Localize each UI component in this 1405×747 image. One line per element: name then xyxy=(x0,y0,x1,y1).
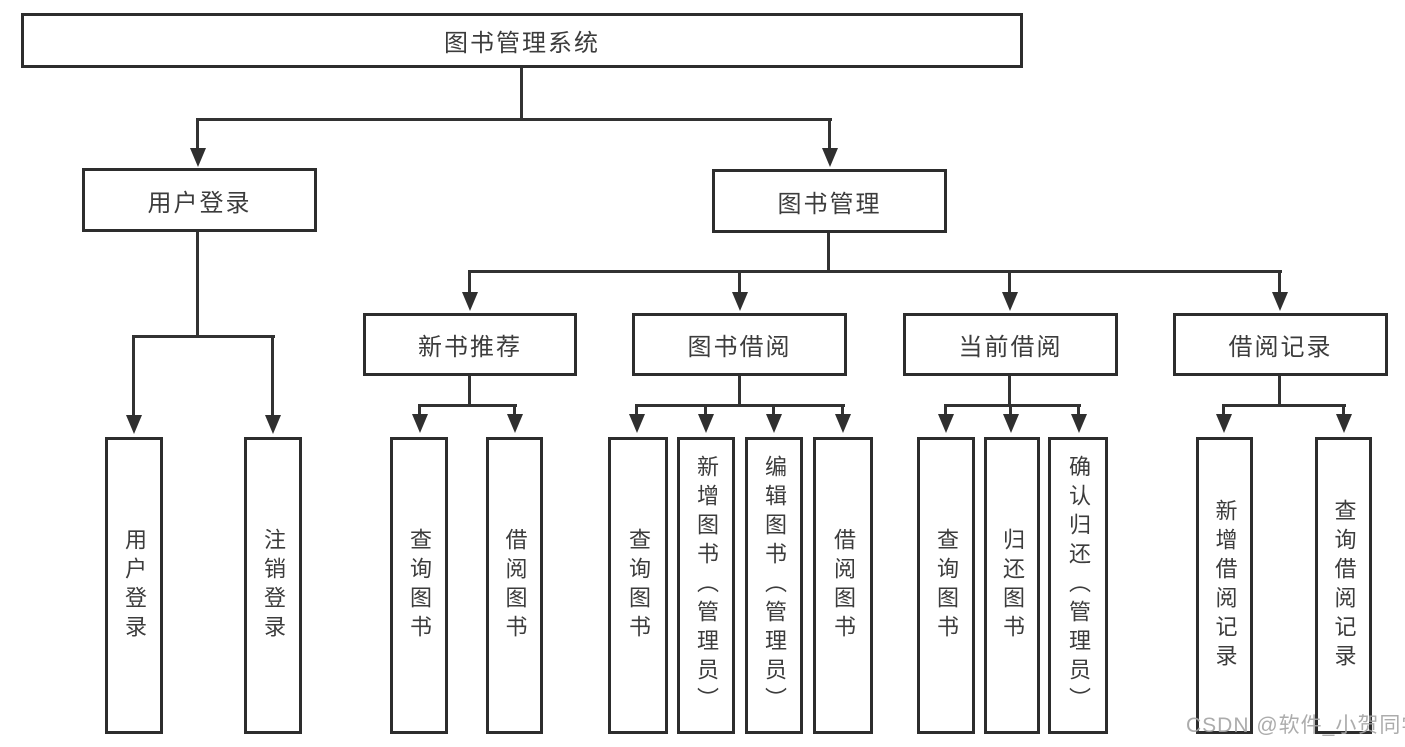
node-label: 当前借阅 xyxy=(958,334,1063,361)
connector-line xyxy=(738,270,741,294)
connector-line xyxy=(635,404,638,416)
connector-bar xyxy=(468,270,1282,273)
arrow-down-icon xyxy=(507,414,523,433)
connector-line xyxy=(196,118,199,150)
node-user-login: 用户登录 xyxy=(82,168,317,232)
connector-line xyxy=(468,270,471,294)
node-label: 借阅记录 xyxy=(1228,334,1333,361)
arrow-down-icon xyxy=(190,148,206,167)
leaf-return-book: 归还图书 xyxy=(984,437,1040,734)
leaf-label: 注销登录 xyxy=(261,527,286,644)
leaf-borrow-books: 借阅图书 xyxy=(813,437,873,734)
node-library-management-system: 图书管理系统 xyxy=(21,13,1023,68)
connector-line xyxy=(513,404,516,416)
leaf-label: 用户登录 xyxy=(122,527,147,644)
leaf-label: 编辑图书（管理员） xyxy=(762,455,787,716)
connector-line xyxy=(1222,404,1225,416)
connector-bar xyxy=(196,118,832,121)
arrow-down-icon xyxy=(462,292,478,311)
connector-line xyxy=(841,404,844,416)
connector-line xyxy=(1278,374,1281,407)
leaf-add-book-admin: 新增图书（管理员） xyxy=(677,437,735,734)
arrow-down-icon xyxy=(265,415,281,434)
arrow-down-icon xyxy=(732,292,748,311)
arrow-down-icon xyxy=(629,414,645,433)
leaf-borrow-books-recommend: 借阅图书 xyxy=(486,437,543,734)
leaf-label: 确认归还（管理员） xyxy=(1066,455,1091,716)
connector-line xyxy=(828,118,831,150)
leaf-user-login: 用户登录 xyxy=(105,437,163,734)
leaf-add-borrow-record: 新增借阅记录 xyxy=(1196,437,1253,734)
connector-bar xyxy=(418,404,517,407)
node-new-book-recommendation: 新书推荐 xyxy=(363,313,577,376)
leaf-label: 查询借阅记录 xyxy=(1331,498,1357,673)
leaf-label: 查询图书 xyxy=(407,527,432,644)
node-label: 图书管理系统 xyxy=(444,30,600,57)
connector-line xyxy=(704,404,707,416)
connector-line xyxy=(772,404,775,416)
node-label: 新书推荐 xyxy=(418,334,522,361)
node-label: 图书借阅 xyxy=(687,334,792,361)
node-book-borrowing: 图书借阅 xyxy=(632,313,847,376)
connector-line xyxy=(1009,404,1012,416)
leaf-label: 新增图书（管理员） xyxy=(694,455,719,716)
arrow-down-icon xyxy=(822,148,838,167)
connector-line xyxy=(827,231,830,273)
connector-line xyxy=(418,404,421,416)
arrow-down-icon xyxy=(1216,414,1232,433)
node-label: 用户登录 xyxy=(147,189,252,217)
leaf-label: 新增借阅记录 xyxy=(1212,498,1238,673)
connector-line xyxy=(1008,270,1011,294)
watermark: CSDN @软件_小贺同学 xyxy=(1186,714,1405,737)
arrow-down-icon xyxy=(938,414,954,433)
leaf-edit-book-admin: 编辑图书（管理员） xyxy=(745,437,803,734)
node-book-management: 图书管理 xyxy=(712,169,947,233)
connector-line xyxy=(468,374,471,407)
arrow-down-icon xyxy=(1002,292,1018,311)
arrow-down-icon xyxy=(766,414,782,433)
arrow-down-icon xyxy=(1272,292,1288,311)
leaf-label: 归还图书 xyxy=(1000,527,1025,644)
leaf-logout: 注销登录 xyxy=(244,437,302,734)
arrow-down-icon xyxy=(412,414,428,433)
connector-line xyxy=(944,404,947,416)
arrow-down-icon xyxy=(126,415,142,434)
leaf-query-borrow-record: 查询借阅记录 xyxy=(1315,437,1372,734)
connector-line xyxy=(1278,270,1281,294)
connector-bar xyxy=(635,404,845,407)
connector-line xyxy=(1008,374,1011,407)
leaf-confirm-return-admin: 确认归还（管理员） xyxy=(1048,437,1108,734)
connector-line xyxy=(1077,404,1080,416)
connector-line xyxy=(520,66,523,120)
connector-bar xyxy=(132,335,275,338)
leaf-label: 借阅图书 xyxy=(831,527,856,644)
node-current-borrowing: 当前借阅 xyxy=(903,313,1118,376)
arrow-down-icon xyxy=(835,414,851,433)
leaf-label: 查询图书 xyxy=(934,527,959,644)
connector-line xyxy=(196,230,199,338)
arrow-down-icon xyxy=(698,414,714,433)
leaf-query-books-borrow: 查询图书 xyxy=(608,437,668,734)
arrow-down-icon xyxy=(1071,414,1087,433)
connector-line xyxy=(1342,404,1345,416)
arrow-down-icon xyxy=(1003,414,1019,433)
leaf-label: 借阅图书 xyxy=(502,527,528,644)
connector-line xyxy=(738,374,741,407)
arrow-down-icon xyxy=(1336,414,1352,433)
leaf-query-books-current: 查询图书 xyxy=(917,437,975,734)
node-label: 图书管理 xyxy=(777,190,882,218)
leaf-label: 查询图书 xyxy=(626,527,651,644)
leaf-query-books-recommend: 查询图书 xyxy=(390,437,448,734)
connector-bar xyxy=(944,404,1081,407)
connector-line xyxy=(132,335,135,416)
connector-bar xyxy=(1222,404,1346,407)
node-borrowing-records: 借阅记录 xyxy=(1173,313,1388,376)
connector-line xyxy=(271,335,274,416)
